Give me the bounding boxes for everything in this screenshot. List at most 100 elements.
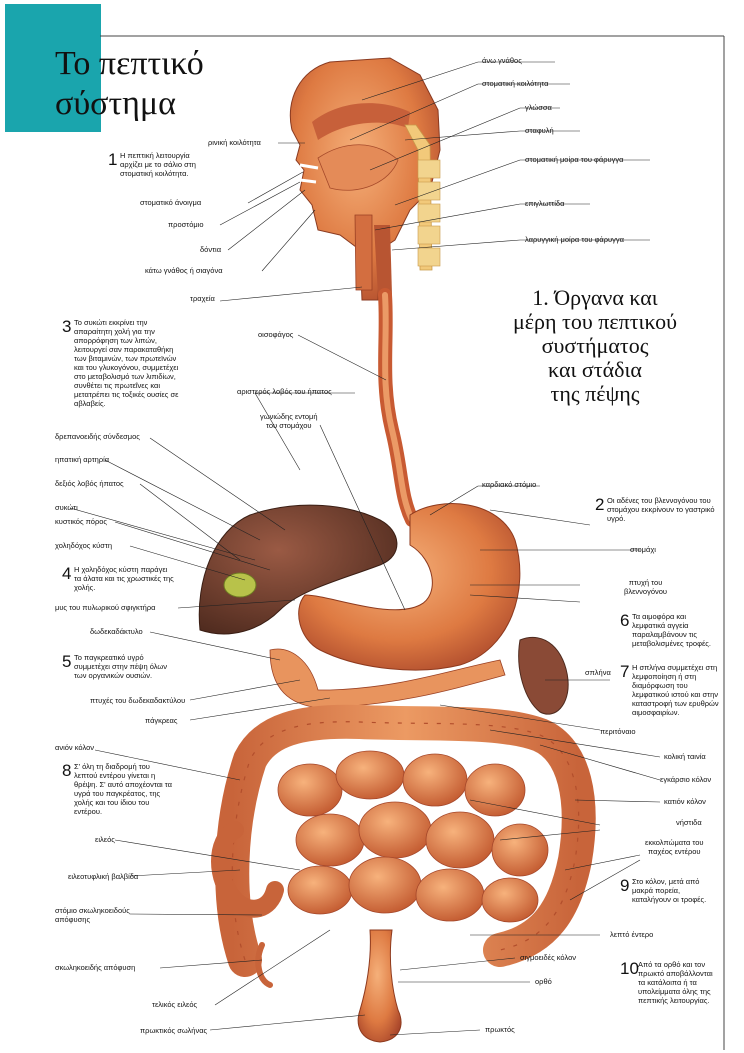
spleen — [518, 636, 569, 715]
label-kardiako-stomio: καρδιακό στόμιο — [482, 480, 537, 489]
note-9: 9 Στο κόλον, μετά από μακρά πορεία, κατα… — [620, 877, 720, 904]
label-proktos: πρωκτός — [485, 1025, 515, 1034]
note-number: 7 — [620, 662, 630, 681]
label-dontia: δόντια — [200, 245, 222, 254]
section-title-line: μέρη του πεπτικού — [513, 309, 677, 334]
note-8: 8 Σ' όλη τη διαδρομή του λεπτού εντέρου … — [62, 762, 174, 816]
note-6: 6 Τα αιμοφόρα και λεμφατικά αγγεία παραλ… — [620, 612, 720, 648]
label-prostomio: προστόμιο — [168, 220, 204, 229]
label-riniki-koilotita: ρινική κοιλότητα — [208, 138, 261, 147]
note-text: Η πεπτική λειτουργία αρχίζει με το σάλιο… — [120, 151, 196, 178]
label-dodekadaktylo: δωδεκαδάκτυλο — [90, 627, 143, 636]
label-aristeros-lovos: αριστερός λοβός του ήπατος — [237, 387, 332, 396]
note-number: 1 — [108, 150, 118, 169]
label-anion-kolon: ανιόν κόλον — [55, 743, 95, 752]
label-epiglottida: επιγλωττίδα — [525, 199, 565, 208]
label-sigmoeides: σιγμοειδές κόλον — [520, 953, 577, 962]
note-number: 5 — [62, 652, 72, 671]
label-stomio-skolikoeidous: στόμιο σκωληκοειδούς απόφυσης — [55, 906, 130, 924]
note-1: 1 Η πεπτική λειτουργία αρχίζει με το σάλ… — [108, 151, 208, 178]
note-3: 3 Το συκώτι εκκρίνει την απαραίτητη χολή… — [62, 318, 182, 408]
rectum — [357, 929, 402, 1043]
label-sykoti: συκώτι — [55, 503, 78, 512]
label-stomatiki-koilotita: στοματική κοιλότητα — [482, 79, 549, 88]
cecum — [211, 821, 284, 918]
label-koliki-tainia: κολική ταινία — [664, 752, 706, 761]
label-mys-pylorikou: μυς του πυλωρικού σφιγκτήρα — [55, 603, 156, 612]
label-cholidochos-kysti: χοληδόχος κύστη — [55, 541, 113, 550]
liver — [198, 504, 398, 635]
label-oisofagos: οισοφάγος — [258, 330, 294, 339]
label-stomatiko-anoigma: στοματικό άνοιγμα — [140, 198, 202, 207]
label-ortho: ορθό — [535, 977, 552, 986]
label-goniodis-entomi: γωνιώδης εντομή του στομάχου — [260, 412, 318, 430]
leader-lines — [69, 61, 661, 1036]
note-text: Το συκώτι εκκρίνει την απαραίτητη χολή γ… — [74, 318, 179, 408]
note-text: Από τα ορθό και τον πρωκτό αποβάλλονται … — [638, 960, 713, 1005]
note-number: 4 — [62, 564, 72, 583]
note-2: 2 Οι αδένες του βλεννογόνου του στομάχου… — [595, 496, 715, 523]
note-number: 10 — [620, 959, 639, 978]
note-number: 8 — [62, 761, 72, 780]
note-number: 6 — [620, 611, 630, 630]
label-kystikos-poros: κυστικός πόρος — [55, 517, 108, 526]
note-text: Στο κόλον, μετά από μακρά πορεία, καταλή… — [632, 877, 707, 904]
label-skolikoeidis: σκωληκοειδής απόφυση — [55, 963, 136, 972]
label-tracheia: τραχεία — [190, 294, 215, 303]
stomach — [298, 503, 521, 671]
section-title: 1. Όργανα και μέρη του πεπτικού συστήματ… — [470, 286, 720, 406]
section-title-line: 1. Όργανα και — [532, 285, 658, 310]
note-5: 5 Το παγκρεατικό υγρό συμμετέχει στην πέ… — [62, 653, 174, 680]
label-laryngiki-moira: λαρυγγική μοίρα του φάρυγγα — [525, 235, 624, 244]
label-stomatiki-moira: στοματική μοίρα του φάρυγγα — [525, 155, 624, 164]
page-title-line: Το πεπτικό — [55, 45, 204, 82]
label-egkarsio-kolon: εγκάρσιο κόλον — [660, 775, 712, 784]
page-title-line: σύστημα — [55, 85, 176, 122]
note-text: Τα αιμοφόρα και λεμφατικά αγγεία παραλαμ… — [632, 612, 712, 648]
pancreas-duodenum — [269, 648, 506, 709]
label-kation-kolon: κατιόν κόλον — [664, 797, 706, 806]
page-title: Το πεπτικό σύστημα — [55, 44, 204, 124]
label-ipatiki-artiria: ηπατική αρτηρία — [55, 455, 110, 464]
note-number: 3 — [62, 317, 72, 336]
note-number: 9 — [620, 876, 630, 895]
label-dexios-lovos: δεξιός λοβός ήπατος — [55, 479, 124, 488]
note-text: Σ' όλη τη διαδρομή του λεπτού εντέρου γί… — [74, 762, 172, 816]
label-peritonaio: περιτόναιο — [600, 727, 636, 736]
label-eileotyfliki: ειλεοτυφλική βαλβίδα — [68, 872, 139, 881]
label-ptychi-vlennogonou: πτυχή του βλεννογόνου — [624, 578, 668, 596]
teal-accent-block — [5, 4, 101, 132]
label-glossa: γλώσσα — [525, 103, 552, 112]
label-drepanoeidis: δρεπανοειδής σύνδεσμος — [55, 432, 140, 441]
label-stafyli: σταφυλή — [525, 126, 554, 135]
note-7: 7 Η σπλήνα συμμετέχει στη λεμφοποίηση ή … — [620, 663, 720, 717]
label-lepto-entero: λεπτό έντερο — [610, 930, 654, 939]
label-splina: σπλήνα — [585, 668, 611, 677]
note-number: 2 — [595, 495, 605, 514]
label-stomachi: στομάχι — [630, 545, 656, 554]
note-text: Το παγκρεατικό υγρό συμμετέχει στην πέψη… — [74, 653, 168, 680]
note-text: Οι αδένες του βλεννογόνου του στομάχου ε… — [607, 496, 715, 523]
appendix — [255, 942, 273, 988]
section-title-line: συστήματος — [541, 333, 649, 358]
label-telikos-eileos: τελικός ειλεός — [152, 1000, 198, 1009]
note-text: Η σπλήνα συμμετέχει στη λεμφοποίηση ή στ… — [632, 663, 719, 717]
label-nistida: νήστιδα — [676, 818, 702, 827]
small-intestine — [277, 750, 549, 923]
label-ptyches-dodekadaktylou: πτυχές του δωδεκαδακτύλου — [90, 696, 186, 705]
label-ekkolpomata: εκκολπώματα του παχέος εντέρου — [645, 838, 704, 856]
head-section — [289, 57, 441, 301]
gallbladder — [223, 572, 257, 598]
label-proktikos-solinas: πρωκτικός σωλήνας — [140, 1026, 208, 1035]
section-title-line: και στάδια — [548, 357, 642, 382]
note-10: 10 Από τα ορθό και τον πρωκτό αποβάλλοντ… — [620, 960, 720, 1005]
label-ano-gnathos: άνω γνάθος — [482, 56, 522, 65]
note-4: 4 Η χοληδόχος κύστη παράγει τα άλατα και… — [62, 565, 174, 592]
label-eileos: ειλεός — [95, 835, 115, 844]
section-title-line: της πέψης — [550, 381, 640, 406]
note-text: Η χοληδόχος κύστη παράγει τα άλατα και τ… — [74, 565, 174, 592]
label-pagkreas: πάγκρεας — [145, 716, 178, 725]
label-kato-gnathos: κάτω γνάθος ή σιαγόνα — [145, 266, 223, 275]
